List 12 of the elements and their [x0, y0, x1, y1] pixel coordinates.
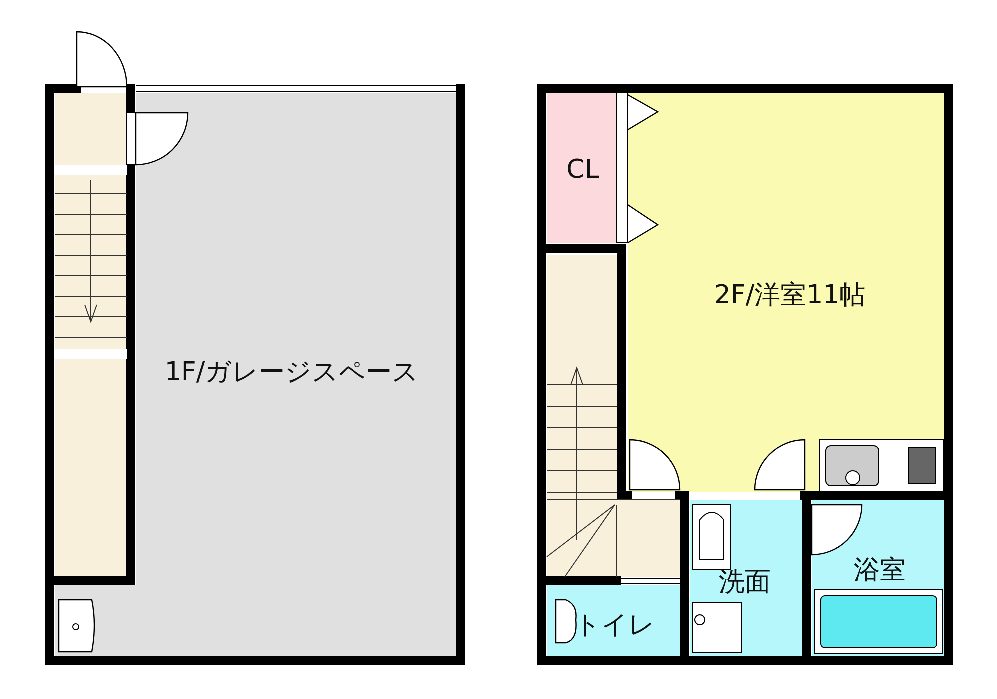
- room-label: 洗面: [719, 566, 771, 600]
- room-label: 2F/洋室11帖: [714, 280, 866, 312]
- room-label: 1F/ガレージスペース: [164, 356, 420, 390]
- western-room: [628, 93, 944, 492]
- room-label: 浴室: [854, 554, 906, 588]
- garage-room: [136, 93, 457, 657]
- staircase: [55, 93, 127, 577]
- staircase: [547, 255, 617, 577]
- room-label: トイレ: [574, 610, 656, 642]
- closet-room: [547, 93, 617, 243]
- toilet-room: [547, 585, 680, 657]
- room-label: CL: [566, 155, 600, 185]
